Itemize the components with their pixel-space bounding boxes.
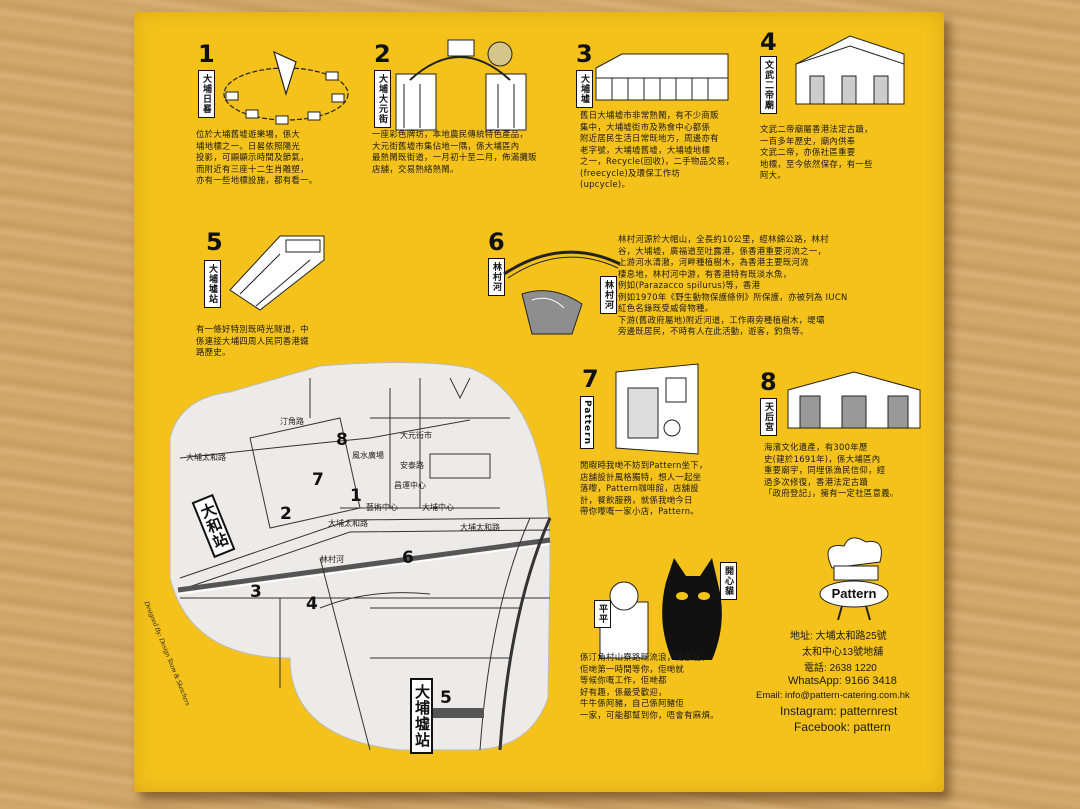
section-number-8: 8 [760, 368, 777, 396]
map-label-onthai: 安泰路 [400, 461, 424, 470]
map-label-taiwo-road-2: 大埔太和路 [460, 523, 500, 532]
contact-address-2: 太和中心13號地舖 [802, 647, 884, 658]
lam-tsuen-tag: 林村河 [600, 276, 617, 314]
cat-tag-right: 開心貓 [720, 562, 737, 600]
section-number-5: 5 [206, 228, 223, 256]
map-label-taiwo-road: 大埔太和路 [328, 519, 368, 528]
map-station-taipo: 大埔墟站 [410, 678, 433, 754]
contact-whatsapp: WhatsApp: 9166 3418 [788, 675, 897, 687]
section-label-1: 大埔日晷 [198, 70, 215, 118]
temple-sketch [795, 35, 905, 105]
tin-hau-temple-sketch [787, 371, 921, 429]
shop-front-sketch [615, 363, 699, 455]
map-label-tingkok: 汀角路 [280, 417, 304, 426]
section-text-2: 一座彩色牌坊，本地農民傳統特色產品， 大元街舊墟市集佔地一隅，係大埔區內 最熱鬧… [372, 129, 537, 174]
map-label-taiyuen: 大元街市 [400, 431, 432, 440]
map-marker-8: 8 [336, 430, 348, 450]
map-label-kwong: 昌運中心 [394, 481, 426, 490]
section-label-8: 天后宮 [760, 398, 777, 436]
map-label-fungshui: 風水廣場 [352, 451, 384, 460]
section-text-7: 閒暇時我哋不妨到Pattern坐下， 店舖設計風格獨特，想人一起坐 落嚟，Pat… [580, 460, 708, 516]
section-label-6: 林村河 [488, 258, 505, 296]
section-text-4: 文武二帝廟屬香港法定古蹟， 一百多年歷史，廟內供奉 文武二帝，亦係社區重要 地標… [760, 124, 873, 180]
map-marker-6: 6 [402, 548, 414, 568]
section-label-3: 大埔墟 [576, 70, 593, 108]
cat-illustration [599, 558, 722, 660]
section-label-2: 大埔大元街 [374, 70, 391, 128]
pattern-logo-icon [819, 537, 889, 621]
sundial-sketch [223, 50, 349, 125]
station-sketch [229, 235, 325, 311]
map-marker-2: 2 [280, 504, 292, 524]
area-map: 汀角路 大埔太和路 風水廣場 大元街市 安泰路 昌運中心 藝術中心 大埔中心 大… [170, 358, 554, 754]
map-label-lamtsuen: 林村河 [320, 555, 344, 564]
contact-facebook: Facebook: pattern [794, 720, 891, 734]
section-number-1: 1 [198, 40, 215, 68]
section-text-1: 位於大埔舊墟遊樂場，係大 埔地標之一。日晷依照陽光 投影，可顯顯示時間及節氣， … [196, 129, 318, 185]
bridge-river-sketch [503, 250, 621, 335]
market-building-sketch [595, 53, 729, 101]
map-marker-7: 7 [312, 470, 324, 490]
section-number-2: 2 [374, 40, 391, 68]
map-drawing [170, 361, 552, 751]
map-marker-5: 5 [440, 688, 452, 708]
section-number-3: 3 [576, 40, 593, 68]
section-label-7: Pattern [580, 396, 594, 449]
section-label-5: 大埔墟站 [204, 260, 221, 308]
map-label-artcentre: 藝術中心 [366, 503, 398, 512]
section-label-4: 文武二帝廟 [760, 56, 777, 114]
section-number-4: 4 [760, 28, 777, 56]
archway-sketch [395, 39, 527, 131]
map-label-taipotai: 大埔太和路 [186, 453, 226, 462]
cat-tag-left: 平平 [594, 600, 611, 628]
section-text-5: 有一條好特別既時光隧道，中 係連接大埔四周人民同香港鐵 路歷史。 [196, 324, 309, 357]
contact-address-1: 地址: 大埔太和路25號 [790, 631, 887, 642]
section-text-6: 林村河源於大帽山，全長約10公里，經林錦公路，林村 谷，大埔墟，廣福道至吐露港，… [618, 234, 848, 336]
map-label-taipocentre: 大埔中心 [422, 503, 454, 512]
contact-instagram: Instagram: patternrest [780, 704, 898, 718]
section-number-7: 7 [582, 365, 599, 393]
pattern-logo-text: Pattern [831, 586, 877, 601]
section-text-3: 舊日大埔墟市非常熱鬧，有不少商販 集中，大埔墟街市及熟食中心都係 附近居民生活日… [580, 110, 735, 189]
map-marker-4: 4 [306, 594, 318, 614]
section-text-8: 海濱文化遺產，有300年歷 史(建於1691年)，係大埔區內 重要廟宇，同埋係漁… [764, 442, 899, 498]
section-number-6: 6 [488, 228, 505, 256]
map-marker-1: 1 [350, 486, 362, 506]
contact-email: Email: info@pattern-catering.com.hk [756, 690, 910, 701]
map-marker-3: 3 [250, 582, 262, 602]
cat-caption: 係汀角村山寮路既流浪，閒散貓， 佢哋第一時間等你，佢哋就 等候你嘅工作，佢哋都 … [580, 652, 719, 720]
contact-phone: 電話: 2638 1220 [804, 663, 877, 674]
